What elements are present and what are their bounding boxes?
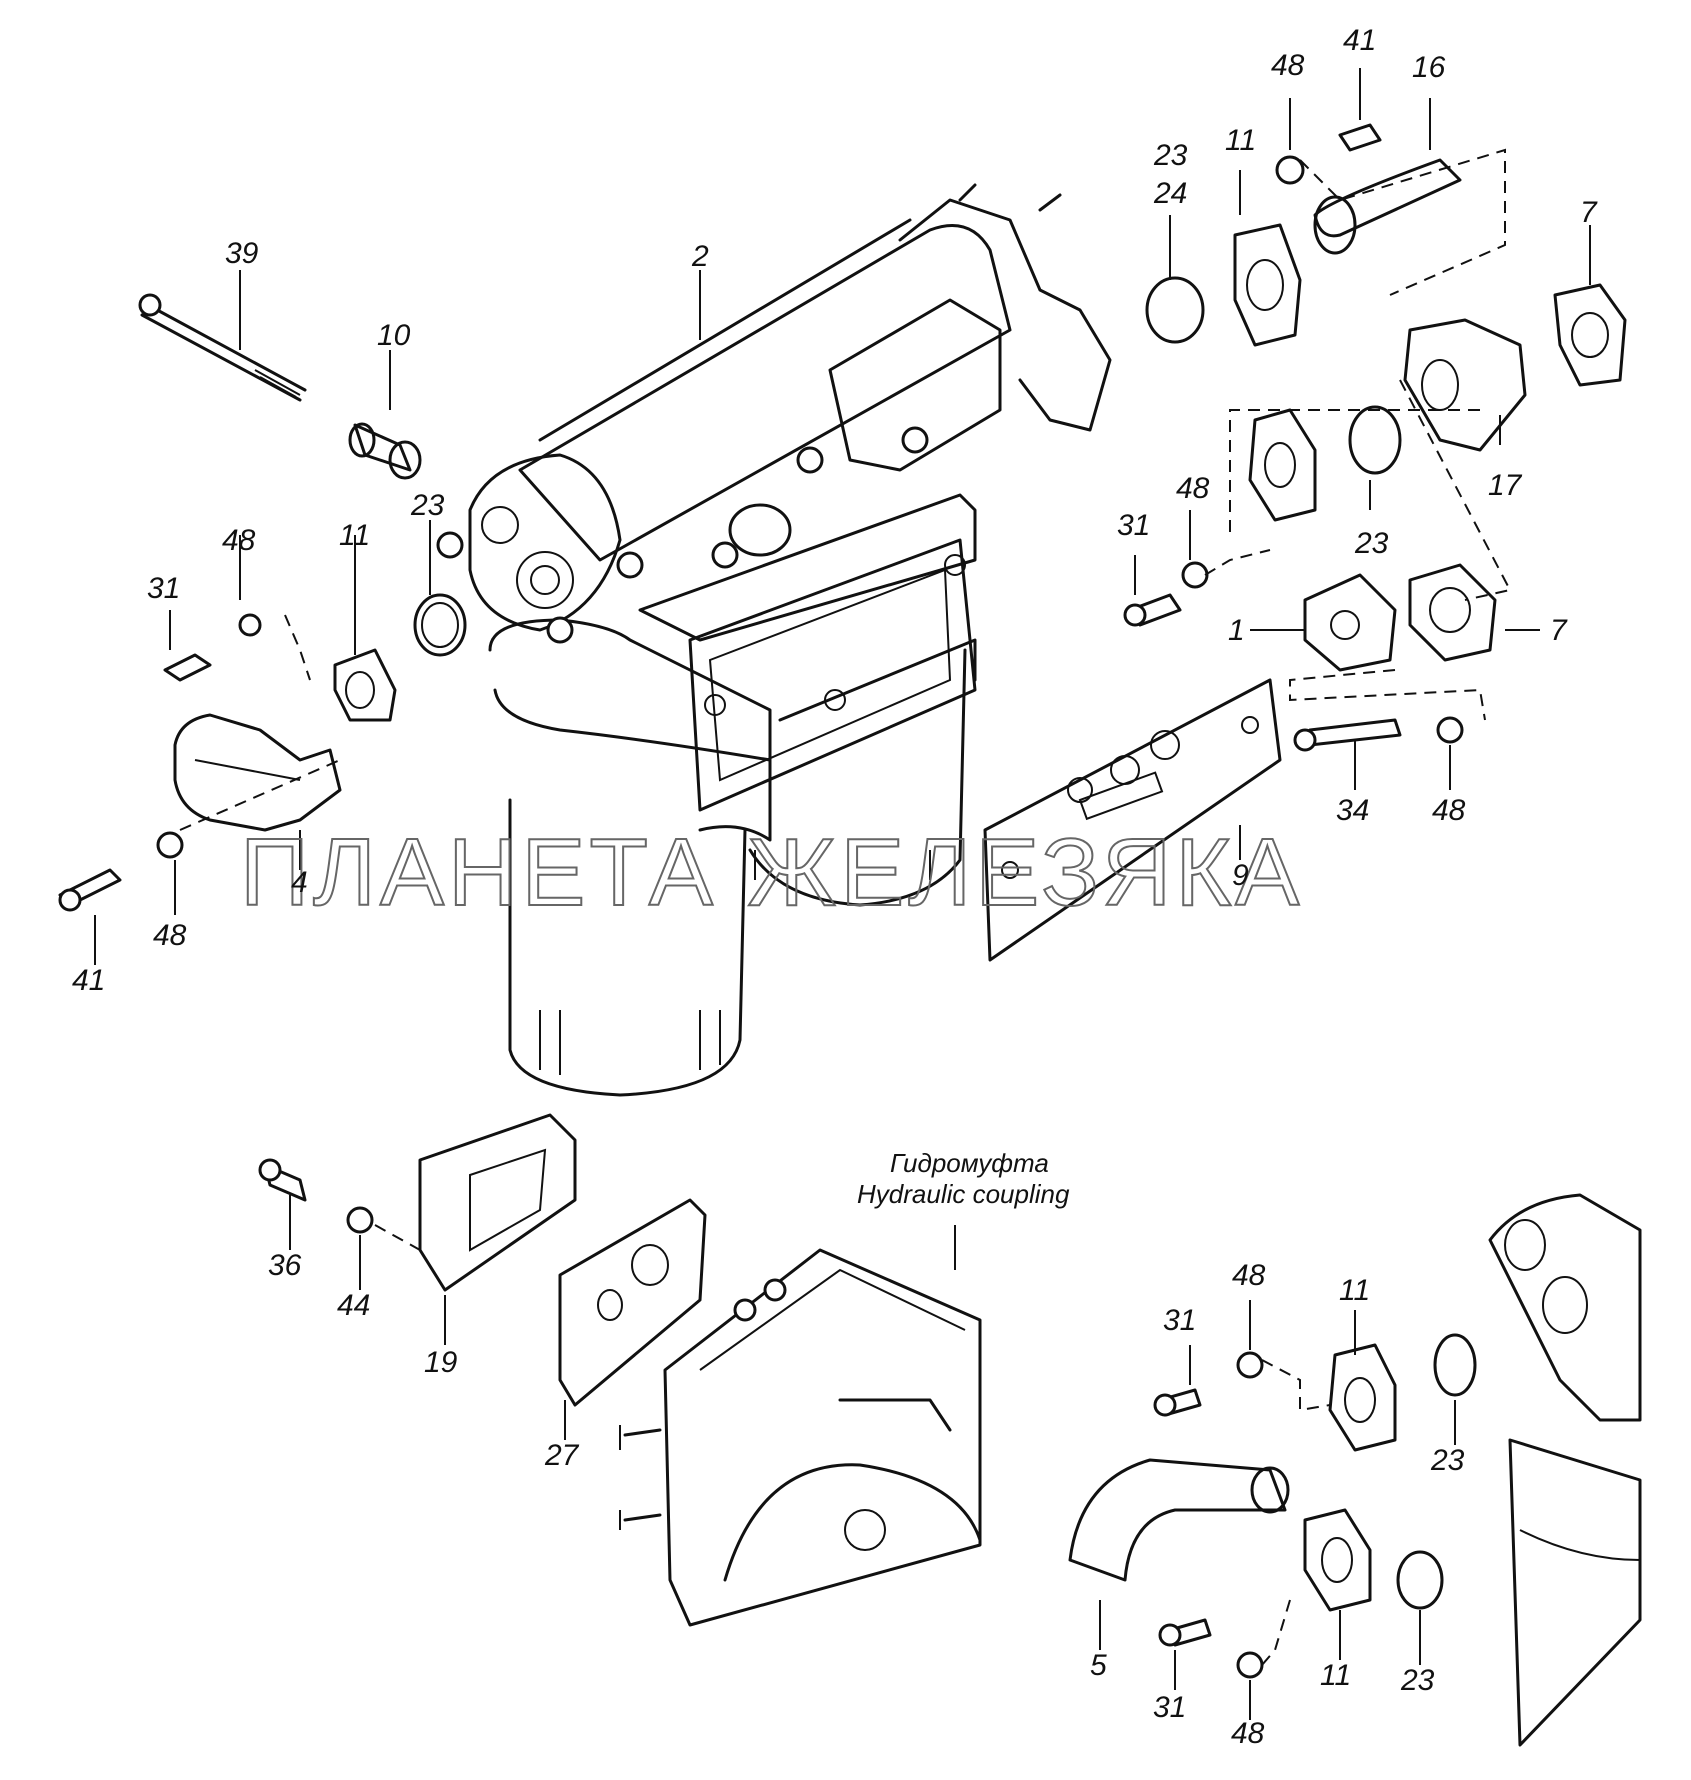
- callout-1: 1: [1228, 614, 1245, 647]
- filter-housing: [436, 183, 1112, 1097]
- callout-48-lower-left: 48: [153, 919, 187, 952]
- callout-7-mid: 7: [1550, 614, 1568, 647]
- callout-24: 24: [1153, 177, 1187, 210]
- callout-23-left: 23: [410, 489, 445, 522]
- callout-9: 9: [1232, 859, 1249, 892]
- coupling-label-en: Hydraulic coupling: [857, 1179, 1070, 1209]
- callout-39: 39: [225, 237, 259, 270]
- lower-right-parts: [1068, 1193, 1642, 1747]
- callout-23-top: 23: [1153, 139, 1188, 172]
- callout-labels: 41 48 16 23 24 11 7 39 2 10 48 17 23 31 …: [72, 24, 1598, 1750]
- long-bolt-39: [138, 293, 307, 402]
- callout-48-top: 48: [1271, 49, 1305, 82]
- callout-48-left: 48: [222, 524, 256, 557]
- callout-2: 2: [691, 240, 709, 273]
- callout-10: 10: [377, 319, 411, 352]
- callout-11-lower-right: 11: [1339, 1274, 1370, 1307]
- callout-5: 5: [1090, 1649, 1107, 1682]
- lower-left-parts: [258, 1113, 707, 1407]
- callout-17: 17: [1488, 469, 1523, 502]
- callout-23-mid: 23: [1354, 527, 1389, 560]
- leader-lines: [94, 68, 1591, 1720]
- callout-23-bottom: 23: [1400, 1664, 1435, 1697]
- callout-48-right: 48: [1432, 794, 1466, 827]
- callout-23-lower-right: 23: [1430, 1444, 1465, 1477]
- callout-48-lower-right: 48: [1232, 1259, 1266, 1292]
- callout-31-left: 31: [147, 572, 180, 605]
- callout-31-lower-right: 31: [1163, 1304, 1196, 1337]
- callout-27: 27: [544, 1439, 580, 1472]
- callout-19: 19: [424, 1346, 458, 1379]
- callout-36: 36: [268, 1249, 302, 1282]
- callout-41-top: 41: [1343, 24, 1376, 57]
- callout-11-left: 11: [339, 519, 370, 552]
- watermark: ПЛАНЕТА ЖЕЛЕЗЯКА: [240, 819, 1303, 926]
- callout-41-left: 41: [72, 964, 105, 997]
- coupling-label-ru: Гидромуфта: [890, 1148, 1049, 1178]
- callout-11-bottom: 11: [1320, 1659, 1351, 1692]
- callout-48-bottom: 48: [1231, 1717, 1265, 1750]
- callout-31-bottom: 31: [1153, 1691, 1186, 1724]
- callout-31-mid: 31: [1117, 509, 1150, 542]
- callout-44: 44: [337, 1289, 370, 1322]
- callout-4: 4: [291, 866, 308, 899]
- left-fittings: [58, 593, 467, 912]
- gasket-9: [983, 678, 1282, 962]
- callout-7-top: 7: [1580, 196, 1598, 229]
- callout-16: 16: [1412, 51, 1446, 84]
- callout-11-top: 11: [1225, 124, 1256, 157]
- hydraulic-coupling: [619, 1248, 982, 1627]
- callout-34: 34: [1336, 794, 1369, 827]
- upper-right-fittings: [1123, 123, 1627, 752]
- dashed-group-lines: [179, 148, 1512, 1666]
- callout-48-mid: 48: [1176, 472, 1210, 505]
- spacer-10: [348, 422, 422, 480]
